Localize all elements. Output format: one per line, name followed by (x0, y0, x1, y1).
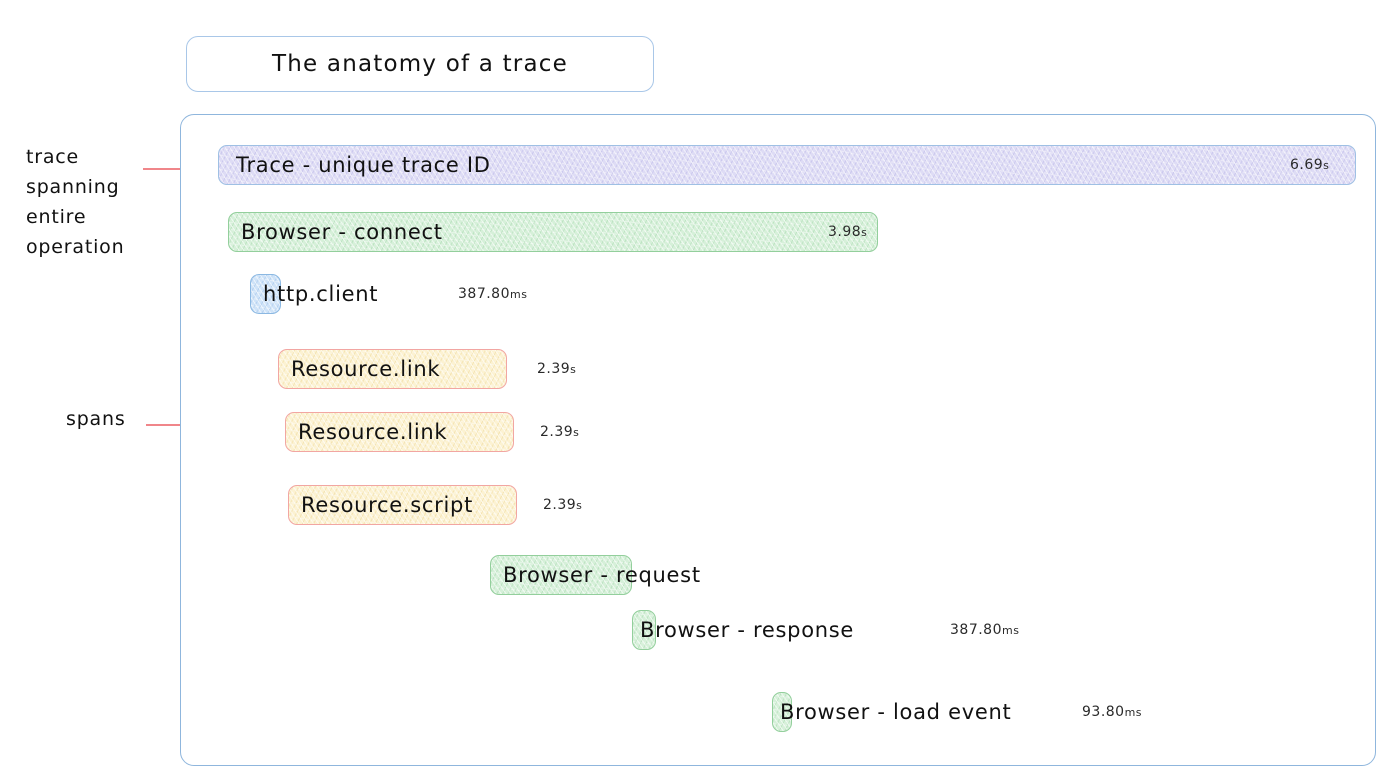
duration-value: 93.80 (1082, 704, 1125, 720)
span-label-browser-load-event: Browser - load event (780, 700, 1012, 724)
duration-unit: ms (510, 288, 528, 301)
duration-value: 387.80 (458, 286, 510, 302)
span-duration-browser-connect: 3.98s (828, 224, 867, 240)
span-row[interactable]: Browser - request (0, 555, 1400, 595)
span-bar-browser-request[interactable] (490, 555, 632, 595)
span-duration-browser-response: 387.80ms (950, 622, 1019, 638)
duration-value: 2.39 (543, 497, 577, 513)
annotation-trace-label: trace spanning entire operation (26, 146, 125, 258)
page-title: The anatomy of a trace (272, 51, 568, 77)
span-duration-browser-load-event: 93.80ms (1082, 704, 1142, 720)
duration-unit: s (861, 226, 868, 239)
span-row[interactable]: Browser - response 387.80ms (0, 610, 1400, 650)
span-bar-resource-link-1[interactable] (278, 349, 507, 389)
span-row[interactable]: Browser - load event 93.80ms (0, 692, 1400, 732)
duration-unit: s (576, 499, 583, 512)
span-duration-resource-script: 2.39s (543, 497, 582, 513)
spans-leader-line (146, 424, 212, 426)
span-bar-browser-connect[interactable] (228, 212, 878, 252)
span-duration-resource-link-1: 2.39s (537, 361, 576, 377)
span-bar-browser-load-event[interactable] (772, 692, 792, 732)
span-duration-http-client: 387.80ms (458, 286, 527, 302)
span-bar-http-client[interactable] (250, 274, 281, 314)
trace-leader-line (143, 168, 205, 170)
annotation-spans-label: spans (66, 408, 126, 430)
duration-value: 3.98 (828, 224, 862, 240)
duration-value: 2.39 (540, 424, 574, 440)
duration-unit: s (570, 363, 577, 376)
duration-unit: ms (1124, 706, 1143, 719)
duration-unit: ms (1002, 624, 1020, 637)
duration-value: 6.69 (1290, 157, 1324, 173)
span-bar-resource-script[interactable] (288, 485, 517, 525)
span-bar-browser-response[interactable] (632, 610, 656, 650)
span-duration-resource-link-2: 2.39s (540, 424, 579, 440)
duration-value: 387.80 (950, 622, 1002, 638)
title-box: The anatomy of a trace (186, 36, 654, 92)
duration-unit: s (1323, 159, 1330, 172)
span-bar-trace[interactable] (218, 145, 1356, 185)
duration-value: 2.39 (537, 361, 571, 377)
duration-unit: s (573, 426, 580, 439)
span-label-browser-response: Browser - response (640, 618, 855, 642)
span-duration-trace: 6.69s (1290, 157, 1329, 173)
span-bar-resource-link-2[interactable] (285, 412, 514, 452)
